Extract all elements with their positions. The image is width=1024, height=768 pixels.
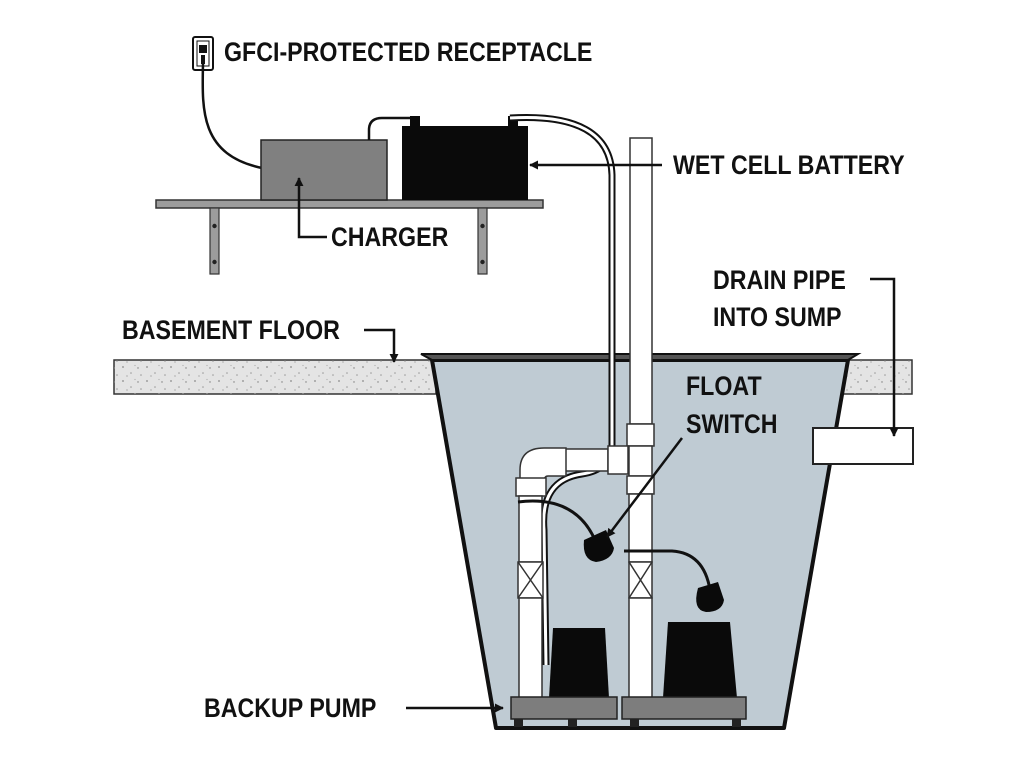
battery-label: WET CELL BATTERY <box>673 150 905 180</box>
wet-cell-battery <box>402 116 528 200</box>
float-switch-label-line2: SWITCH <box>686 409 778 439</box>
charger-battery-wire <box>367 116 414 140</box>
backup-pump <box>510 628 618 727</box>
charger-arrow <box>294 177 327 239</box>
drain-pipe-label-line2: INTO SUMP <box>713 302 842 332</box>
backup-float-switch <box>517 499 614 562</box>
float-switch-arrow <box>606 437 683 538</box>
drain-pipe <box>812 427 914 465</box>
basement-floor-slab <box>113 359 913 395</box>
backup-pump-label: BACKUP PUMP <box>204 693 376 723</box>
basement-floor-label: BASEMENT FLOOR <box>122 315 340 345</box>
backup-pump-pipe <box>515 445 629 699</box>
receptacle-label: GFCI-PROTECTED RECEPTACLE <box>224 37 592 67</box>
drain-pipe-label-line1: DRAIN PIPE <box>713 265 846 295</box>
basement-floor-arrow <box>364 328 399 363</box>
primary-pump <box>621 622 747 727</box>
discharge-pipe <box>626 137 655 699</box>
charger-box <box>260 139 388 201</box>
gfci-receptacle-icon <box>192 36 214 71</box>
primary-float-switch <box>624 549 724 612</box>
leader-lines <box>294 160 899 713</box>
charger-power-cord <box>201 63 263 170</box>
charger-label: CHARGER <box>331 222 448 252</box>
drain-pipe-arrow <box>870 277 899 437</box>
float-switch-label-line1: FLOAT <box>686 371 762 401</box>
